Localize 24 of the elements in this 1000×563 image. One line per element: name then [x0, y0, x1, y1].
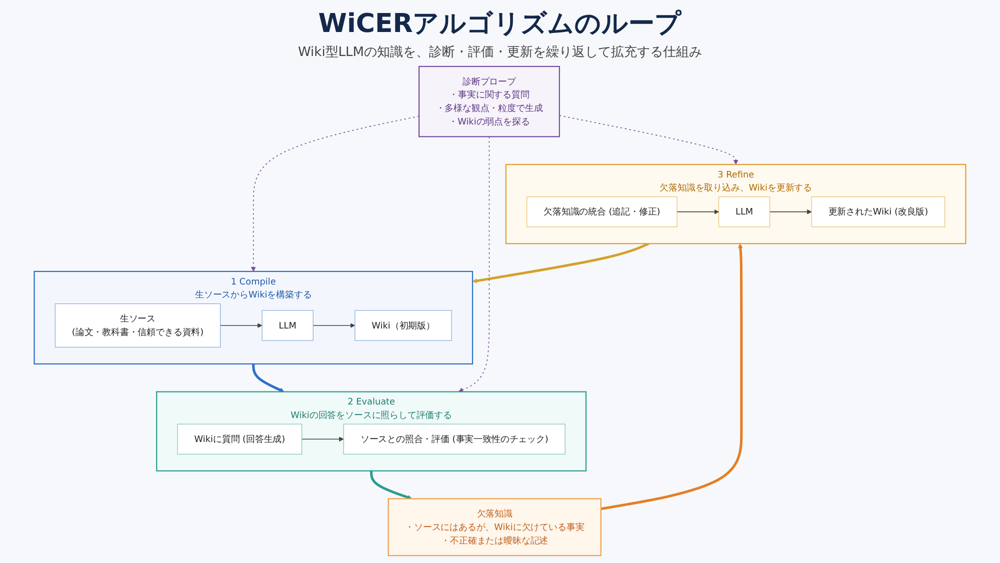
node-box: LLM — [262, 310, 314, 341]
diagram-title: WiCERアルゴリズムのループ — [318, 8, 682, 41]
subtitle: Wiki型LLMの知識を、診断・評価・更新を繰り返して拡充する仕組み — [298, 44, 702, 61]
arrow — [458, 136, 490, 392]
arrow — [600, 243, 743, 510]
node-box: 更新されたWiki (改良版) — [811, 196, 946, 228]
arrow — [676, 209, 719, 214]
node-box: 欠落知識 ・ソースにはあるが、Wikiに欠けている事実 ・不正確または曖昧な記述 — [388, 498, 602, 556]
node-box: Wiki（初期版） — [354, 310, 452, 341]
node-box: Wikiに質問 (回答生成) — [177, 424, 302, 454]
arrow — [220, 323, 262, 328]
arrow — [301, 436, 344, 442]
arrow — [472, 242, 650, 284]
arrow — [559, 115, 738, 165]
arrow — [250, 116, 420, 272]
arrow — [252, 364, 284, 392]
arrow — [769, 209, 812, 214]
arrow — [370, 470, 412, 500]
node-box: 生ソース (論文・教科書・信頼できる資料) — [54, 303, 221, 348]
node-box: LLM — [718, 196, 770, 228]
arrow — [312, 323, 356, 328]
node-box: 欠落知識の統合 (追記・修正) — [526, 196, 678, 228]
node-box: 診断プローブ ・事実に関する質問 ・多様な観点・粒度で生成 ・Wikiの弱点を探る — [418, 66, 560, 138]
node-box: ソースとの照合・評価 (事実一致性のチェック) — [343, 424, 566, 454]
